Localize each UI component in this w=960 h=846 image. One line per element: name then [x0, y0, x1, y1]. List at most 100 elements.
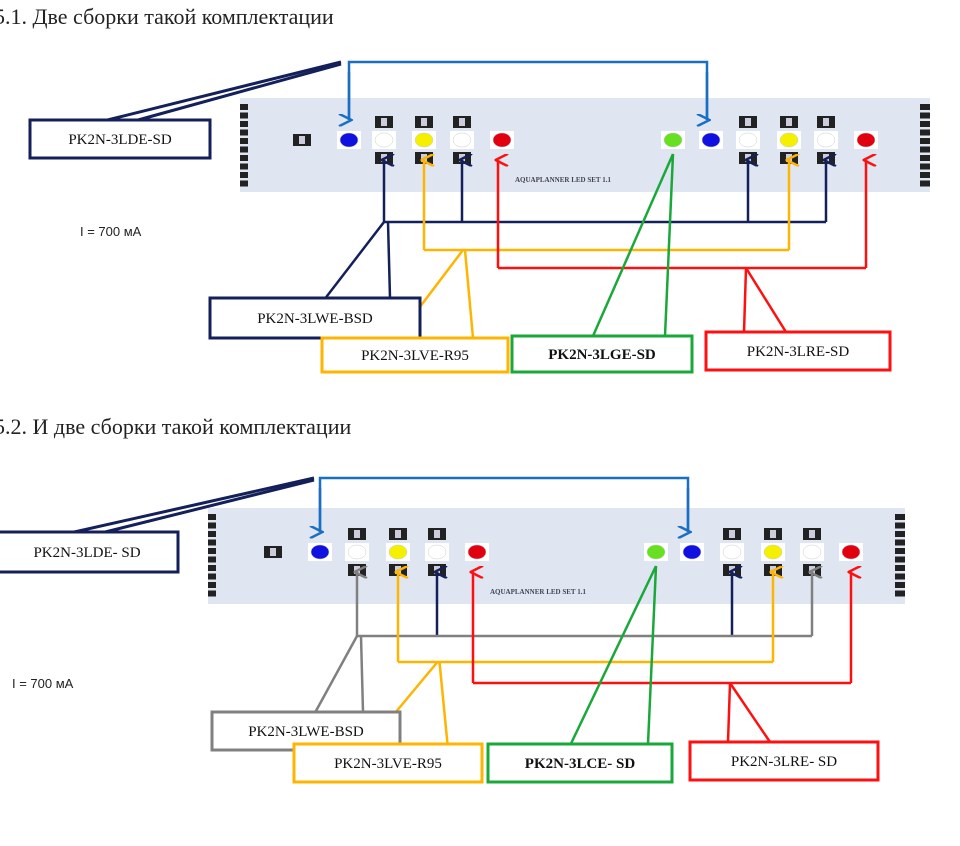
connector-pin — [208, 531, 216, 537]
connector-pin — [208, 590, 216, 597]
connector-pin — [240, 146, 248, 153]
label-blue-led-box — [28, 118, 212, 160]
label-blue-led: PK2N-3LDE- SD — [33, 545, 140, 561]
yellow-leader — [438, 661, 482, 746]
connector-pin — [920, 112, 930, 119]
connector-pin — [920, 146, 930, 153]
connector-pin — [920, 121, 930, 127]
connector-pin — [895, 590, 905, 597]
white-leader — [314, 635, 359, 713]
white-leader — [324, 221, 385, 299]
connector-pin — [240, 129, 248, 136]
connector-pin — [920, 155, 930, 161]
led-white — [452, 132, 472, 148]
connector-pin — [920, 129, 930, 136]
connector-pin — [895, 522, 905, 529]
green-leader — [591, 153, 675, 337]
white-leader — [386, 221, 422, 304]
label-blue-led-box — [0, 530, 180, 574]
connector-pin — [240, 163, 248, 170]
connector-pin — [895, 531, 905, 537]
red-leader — [706, 267, 748, 334]
white-leader — [359, 635, 402, 718]
led-white — [738, 132, 758, 148]
led-yellow — [388, 544, 408, 560]
blue-leader — [104, 478, 315, 534]
label-red-led: PK2N-3LRE- SD — [731, 754, 837, 770]
label-green-led-box — [486, 742, 674, 784]
connector-pin — [208, 556, 216, 563]
yellow-leader — [463, 249, 508, 340]
blue-leader — [137, 62, 342, 122]
connector-pin — [895, 565, 905, 571]
current-value: I = 700 мА — [80, 224, 142, 239]
connector-pin — [895, 539, 905, 546]
red-leader — [728, 682, 878, 744]
connector-pin — [240, 180, 248, 187]
connector-pin — [208, 514, 216, 520]
label-yellow-led: PK2N-3LVE-R95 — [334, 756, 442, 772]
led-yellow — [414, 132, 434, 148]
red-leader — [744, 267, 890, 334]
connector-pin — [895, 514, 905, 520]
led-yellow — [779, 132, 799, 148]
connector-pin — [920, 163, 930, 170]
led-red — [856, 132, 876, 148]
connector-pin — [920, 172, 930, 178]
board-marking: AQUAPLANNER LED SET 1.1 — [490, 588, 586, 596]
board-marking: AQUAPLANNER LED SET 1.1 — [515, 176, 611, 184]
led-red — [841, 544, 861, 560]
connector-pin — [895, 548, 905, 554]
led-white — [816, 132, 836, 148]
connector-pin — [920, 180, 930, 187]
led-green — [663, 132, 683, 148]
green-leader — [569, 565, 658, 745]
connector-pin — [240, 138, 248, 144]
connector-pin — [895, 573, 905, 580]
led-red — [467, 544, 487, 560]
label-red-led: PK2N-3LRE-SD — [747, 344, 850, 360]
led-blue — [310, 544, 330, 560]
label-green-led: PK2N-3LCE- SD — [525, 756, 636, 772]
label-white-led: PK2N-3LWE-BSD — [248, 724, 364, 740]
label-yellow-led-box — [292, 742, 484, 784]
section-title-2: 5.2. И две сборки такой комплектации — [0, 414, 352, 439]
led-blue — [701, 132, 721, 148]
led-blue — [339, 132, 359, 148]
connector-pin — [895, 582, 905, 588]
section-title-1: 5.1. Две сборки такой комплектации — [0, 4, 334, 29]
label-green-led-box — [510, 334, 694, 374]
connector-pin — [920, 104, 930, 110]
blue-leader — [73, 476, 315, 534]
label-red-led-box — [688, 740, 880, 782]
label-red-led-box — [704, 330, 892, 372]
led-white — [722, 544, 742, 560]
label-blue-led: PK2N-3LDE-SD — [68, 132, 171, 148]
led-white — [347, 544, 367, 560]
label-yellow-led-box — [320, 336, 510, 374]
connector-pin — [895, 556, 905, 563]
blue-leader — [107, 60, 342, 122]
led-blue — [682, 544, 702, 560]
connector-pin — [240, 104, 248, 110]
connector-pin — [240, 155, 248, 161]
led-green — [646, 544, 666, 560]
led-red — [492, 132, 512, 148]
connector-pin — [208, 522, 216, 529]
current-value: I = 700 мА — [12, 676, 74, 691]
connector-pin — [208, 573, 216, 580]
connector-pin — [208, 565, 216, 571]
connector-pin — [240, 121, 248, 127]
led-yellow — [763, 544, 783, 560]
connector-pin — [208, 548, 216, 554]
red-leader — [690, 682, 732, 744]
connector-pin — [240, 172, 248, 178]
connector-pin — [208, 539, 216, 546]
connector-pin — [208, 582, 216, 588]
label-yellow-led: PK2N-3LVE-R95 — [361, 348, 469, 364]
label-white-led-box — [208, 296, 422, 340]
label-green-led: PK2N-3LGE-SD — [548, 347, 656, 363]
label-white-led: PK2N-3LWE-BSD — [257, 311, 373, 327]
led-white — [427, 544, 447, 560]
